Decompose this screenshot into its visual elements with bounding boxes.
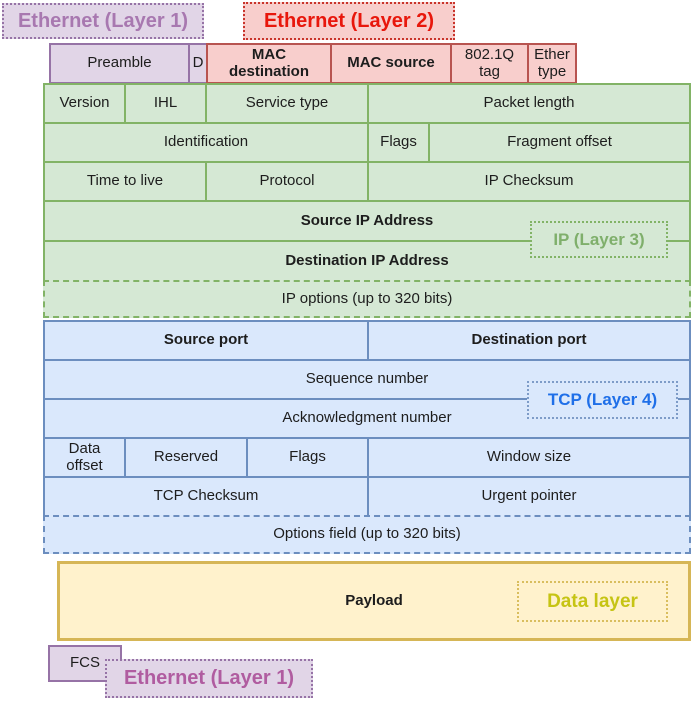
tcp-flags-field: Flags xyxy=(246,437,369,478)
mac-destination-field: MAC destination xyxy=(206,43,332,84)
ip-options-field: IP options (up to 320 bits) xyxy=(43,280,691,318)
ip-ihl-field: IHL xyxy=(124,83,207,124)
ethernet-layer1-top-label: Ethernet (Layer 1) xyxy=(2,3,204,39)
tcp-urgent-pointer-field: Urgent pointer xyxy=(367,476,691,517)
ip-protocol-field: Protocol xyxy=(205,161,369,202)
ip-service-type-field: Service type xyxy=(205,83,369,124)
mac-source-field: MAC source xyxy=(330,43,452,84)
ip-identification-field: Identification xyxy=(43,122,369,163)
tcp-layer4-label: TCP (Layer 4) xyxy=(527,381,678,419)
tcp-source-port-field: Source port xyxy=(43,320,369,361)
ether-type-field: Ether type xyxy=(527,43,577,84)
delimiter-field: D xyxy=(188,43,208,84)
ip-layer3-label: IP (Layer 3) xyxy=(530,221,668,258)
tcp-checksum-field: TCP Checksum xyxy=(43,476,369,517)
tcp-options-field: Options field (up to 320 bits) xyxy=(43,515,691,554)
ip-version-field: Version xyxy=(43,83,126,124)
tcp-window-size-field: Window size xyxy=(367,437,691,478)
ethernet-layer1-bottom-label: Ethernet (Layer 1) xyxy=(105,659,313,698)
ip-ttl-field: Time to live xyxy=(43,161,207,202)
ethernet-layer2-label: Ethernet (Layer 2) xyxy=(243,2,455,40)
data-layer-label: Data layer xyxy=(517,581,668,622)
tcp-destination-port-field: Destination port xyxy=(367,320,691,361)
tcp-reserved-field: Reserved xyxy=(124,437,248,478)
ip-fragment-offset-field: Fragment offset xyxy=(428,122,691,163)
preamble-field: Preamble xyxy=(49,43,190,84)
ip-checksum-field: IP Checksum xyxy=(367,161,691,202)
ip-packet-length-field: Packet length xyxy=(367,83,691,124)
tcp-data-offset-field: Data offset xyxy=(43,437,126,478)
ip-flags-field: Flags xyxy=(367,122,430,163)
dot1q-tag-field: 802.1Q tag xyxy=(450,43,529,84)
